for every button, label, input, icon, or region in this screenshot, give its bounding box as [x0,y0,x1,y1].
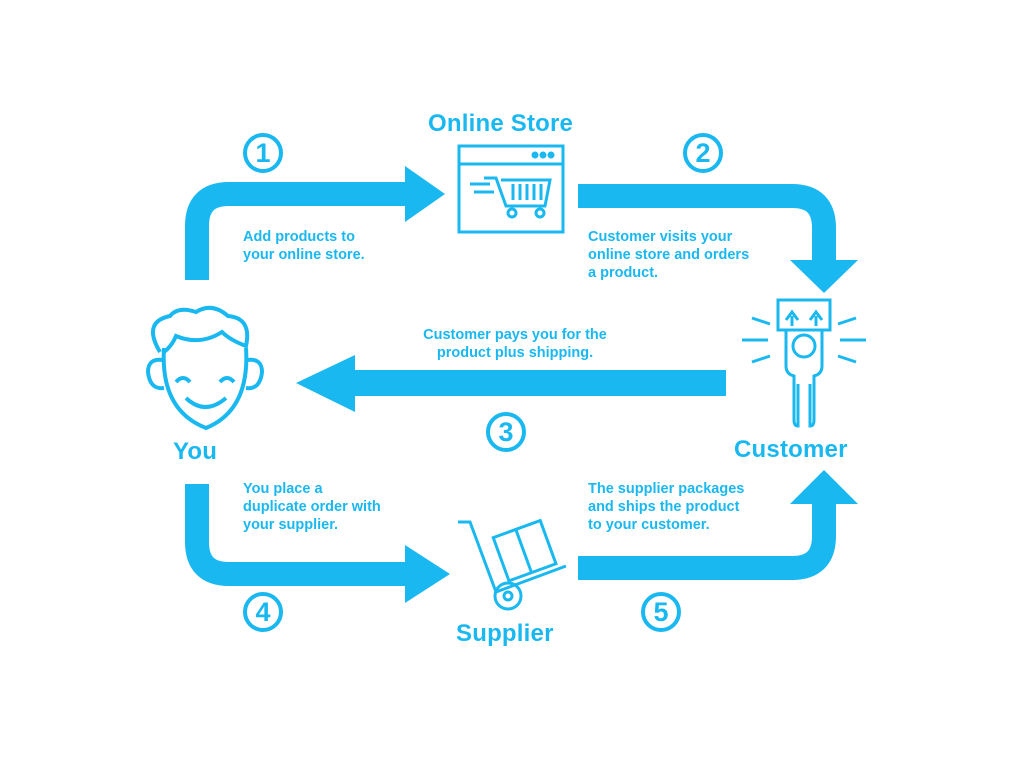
arrow-step-5 [578,500,836,580]
arrow-head-2 [790,260,858,293]
step-2-description: Customer visits your online store and or… [588,228,749,282]
step-5-line-2: and ships the product [588,499,740,515]
step-4-line-2: duplicate order with [243,499,381,515]
step-1-description: Add products to your online store. [243,228,365,264]
smiling-face-icon [145,305,265,431]
step-5-line-1: The supplier packages [588,481,745,497]
step-5-line-3: to your customer. [588,517,710,533]
step-2-line-3: a product. [588,265,659,281]
arrow-head-1 [405,166,445,222]
supplier-title: Supplier [456,620,554,647]
step-1-line-2: your online store. [243,247,365,263]
arrow-head-5 [790,470,858,504]
step-4-line-1: You place a [243,481,323,497]
step-4-line-3: your supplier. [243,517,339,533]
you-title: You [173,438,218,465]
step-4-badge: 4 [243,592,283,632]
step-2-line-2: online store and orders [588,247,750,263]
step-1-badge: 1 [243,133,283,173]
step-3-line-2: product plus shipping. [436,345,594,361]
customer-holding-box-icon [742,298,866,428]
hand-truck-boxes-icon [458,518,567,611]
step-3-line-1: Customer pays you for the [423,327,607,343]
step-1-line-1: Add products to [243,229,355,245]
step-3-badge: 3 [486,412,526,452]
step-2-line-1: Customer visits your [588,229,733,245]
step-5-description: The supplier packages and ships the prod… [588,480,744,534]
shopping-cart-browser-icon [457,144,565,234]
arrow-step-1 [185,182,410,280]
arrow-head-3 [296,355,355,412]
customer-title: Customer [734,436,848,463]
step-4-description: You place a duplicate order with your su… [243,480,381,534]
step-5-badge: 5 [641,592,681,632]
arrow-step-3 [350,370,726,396]
arrow-step-4 [185,484,410,586]
arrow-head-4 [405,545,450,603]
step-3-description: Customer pays you for the product plus s… [395,326,635,362]
step-2-badge: 2 [683,133,723,173]
arrow-step-2 [578,184,836,262]
online-store-title: Online Store [428,110,574,137]
